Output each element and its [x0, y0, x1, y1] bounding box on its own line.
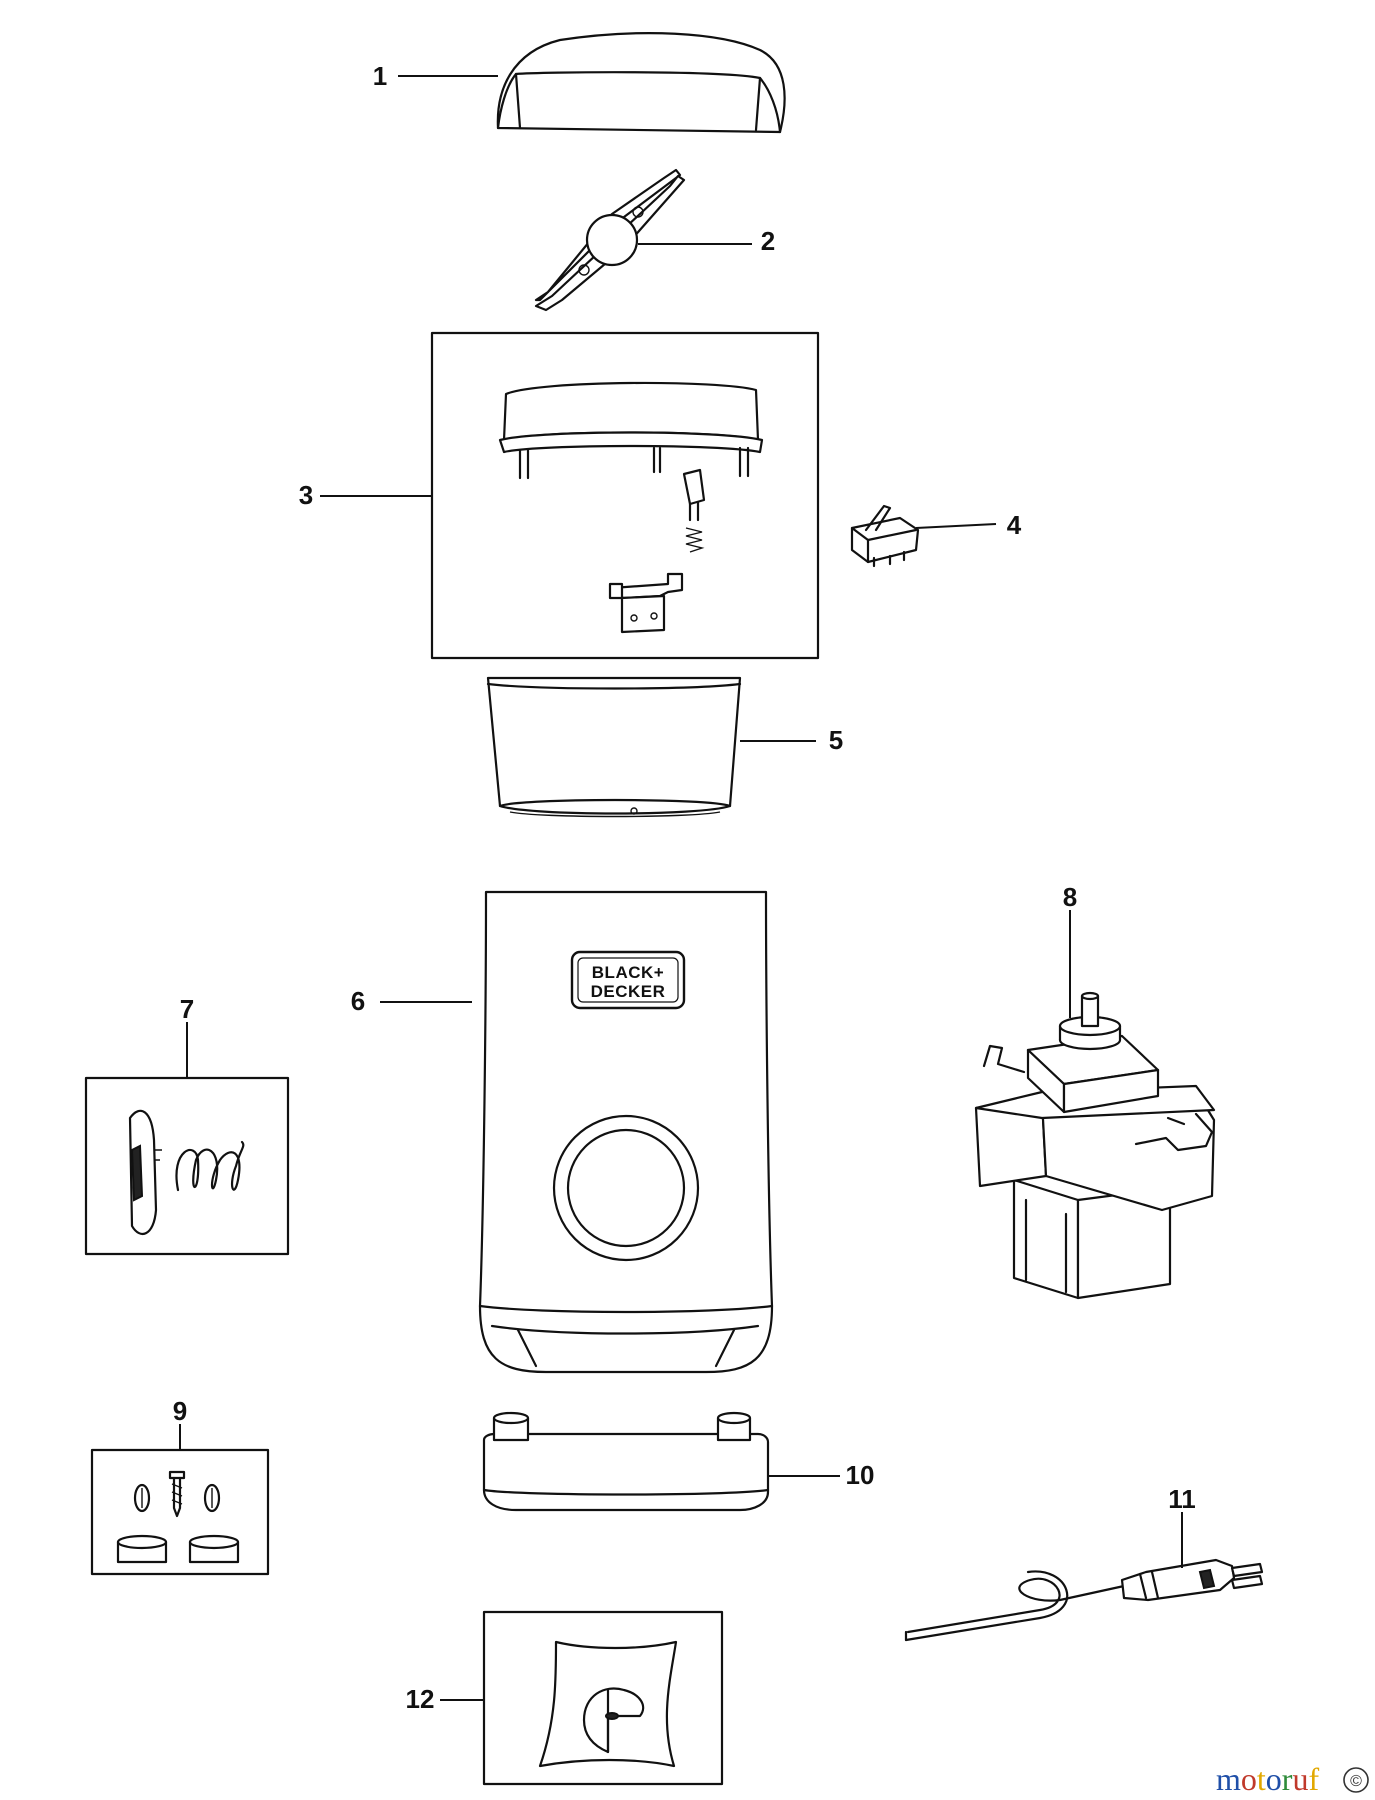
- part-11-power-cord: [904, 1558, 1264, 1642]
- brand-logo-line-1: BLACK+: [592, 963, 664, 982]
- part-8-motor: [974, 991, 1216, 1300]
- watermark-letter: o: [1266, 1761, 1282, 1797]
- part-1-lid: [496, 32, 786, 134]
- callout-9: 9: [173, 1396, 187, 1426]
- callout-7: 7: [180, 994, 194, 1024]
- callout-8: 8: [1063, 882, 1077, 912]
- watermark-text: motoruf: [1216, 1761, 1319, 1797]
- callout-2: 2: [761, 226, 775, 256]
- brand-logo: BLACK+ DECKER: [570, 950, 686, 1010]
- part-6-housing: [478, 890, 774, 1374]
- callout-12: 12: [406, 1684, 435, 1714]
- brand-logo-line-2: DECKER: [591, 982, 666, 1001]
- watermark-letter: m: [1216, 1761, 1241, 1797]
- part-5-bowl: [486, 676, 742, 818]
- part-4-micro-switch: [850, 504, 920, 568]
- watermark-letter: r: [1282, 1761, 1293, 1797]
- watermark-badge-symbol: ©: [1350, 1773, 1362, 1790]
- callout-11: 11: [1168, 1484, 1196, 1514]
- callout-10: 10: [846, 1460, 875, 1490]
- part-3-cover-assembly: [498, 381, 764, 634]
- part-7-box: [84, 1076, 290, 1256]
- watermark-badge: [1343, 1767, 1369, 1793]
- watermark-logo: motoruf ©: [1216, 1761, 1369, 1797]
- part-12-box: [482, 1610, 724, 1786]
- callout-5: 5: [829, 725, 843, 755]
- callout-3: 3: [299, 480, 313, 510]
- watermark-letter: u: [1292, 1761, 1308, 1797]
- part-9-feet-and-screw-kit: [116, 1470, 240, 1564]
- part-7-button-and-spring: [128, 1109, 245, 1236]
- leader-line-4: [915, 523, 997, 529]
- part-2-blade: [534, 168, 686, 312]
- callout-6: 6: [351, 986, 365, 1016]
- watermark-letter: t: [1257, 1761, 1266, 1797]
- part-12-switch-plate: [538, 1640, 678, 1768]
- part-10-base: [482, 1411, 770, 1512]
- callout-4: 4: [1007, 510, 1022, 540]
- watermark-letter: f: [1308, 1761, 1319, 1797]
- callout-1: 1: [373, 61, 387, 91]
- watermark-letter: o: [1241, 1761, 1257, 1797]
